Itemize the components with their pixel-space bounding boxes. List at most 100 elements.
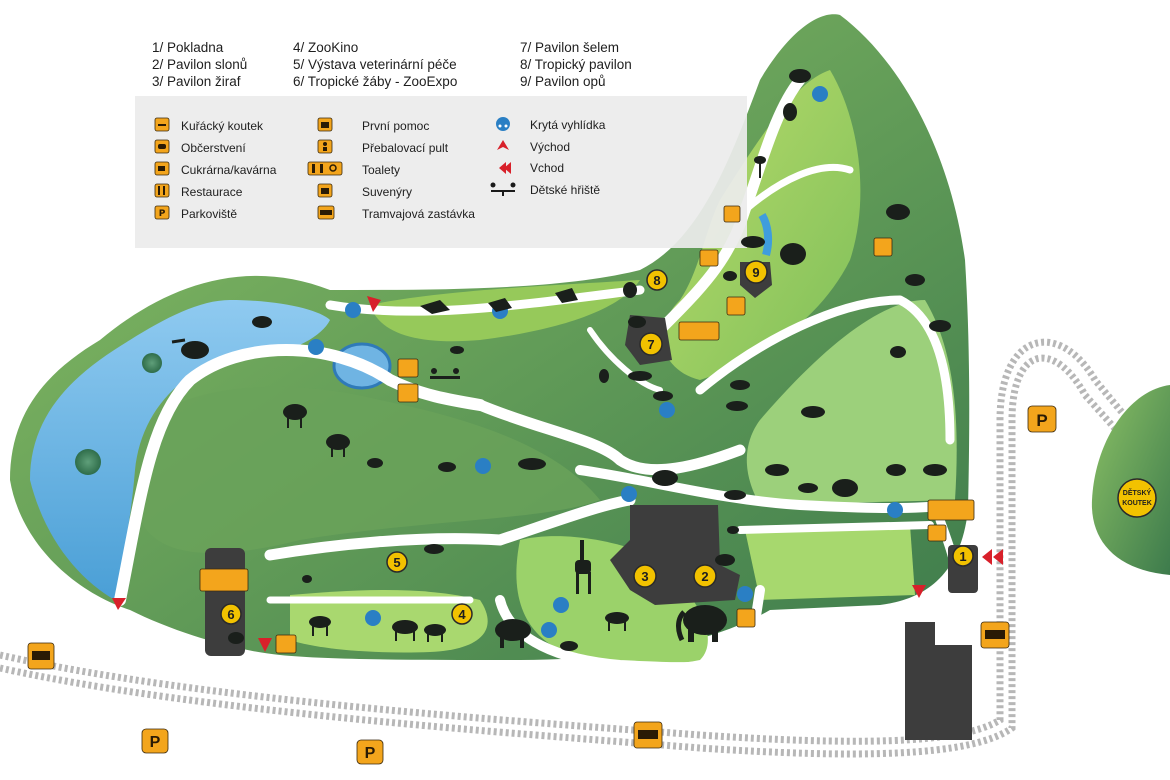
pavilion-5-marker: 5 [386, 551, 408, 573]
smoking-icon [397, 358, 419, 378]
antelope-icon [765, 464, 789, 476]
svg-text:3: 3 [641, 569, 648, 584]
souvenir-icon [317, 183, 333, 198]
bear-icon [424, 544, 444, 554]
legend-label: Restaurace [181, 185, 243, 199]
pavilion-list-item: 8/ Tropický pavilon [520, 57, 632, 72]
central-hills [133, 386, 600, 554]
southern-meadow [290, 590, 488, 653]
footpaths [114, 74, 962, 673]
covered-viewpoint-icon [812, 86, 828, 102]
pavilion-list-item: 5/ Výstava veterinární péče [293, 57, 457, 72]
childrens-corner-label: KOUTEK [1122, 500, 1152, 507]
restaurant-icon [726, 296, 746, 316]
entrance-icon [499, 162, 511, 174]
svg-text:P: P [159, 209, 166, 219]
exit-icon [367, 296, 381, 312]
ibex-icon [326, 434, 350, 457]
parrot-icon [623, 282, 637, 298]
goat-icon [367, 458, 383, 468]
giraffe-icon [575, 540, 591, 594]
deer-icon [309, 616, 331, 636]
pavilion-9-marker: 9 [744, 260, 768, 284]
camel-icon [832, 479, 858, 497]
exits [112, 296, 1003, 652]
lemur-icon [783, 103, 797, 121]
animals [171, 69, 951, 651]
lake-island [75, 449, 101, 475]
tram-icon [27, 642, 55, 670]
first-aid-icon [927, 524, 947, 542]
pavilion-markers: 1 2 3 4 5 6 7 8 9 [220, 260, 974, 625]
markhor-icon [886, 204, 910, 220]
legend-panel [135, 96, 747, 248]
svg-text:7: 7 [647, 337, 654, 352]
elephant-icon [676, 605, 727, 642]
restaurant-icon [154, 183, 170, 198]
covered-viewpoint-icon [553, 597, 569, 613]
covered-viewpoint-icon [887, 502, 903, 518]
smoking-icon [154, 117, 170, 132]
toilet-icon [307, 161, 343, 176]
covered-viewpoint-icon [345, 302, 361, 318]
covered-viewpoint-icon [737, 586, 753, 602]
pavilion-list: 1/ Pokladna 2/ Pavilon slonů 3/ Pavilon … [152, 40, 632, 89]
anteater-icon [518, 458, 546, 470]
svg-text:6: 6 [227, 607, 234, 622]
covered-viewpoint-icon [621, 486, 637, 502]
svg-text:1: 1 [959, 549, 966, 564]
northern-meadow [662, 70, 861, 380]
svg-text:5: 5 [393, 555, 400, 570]
cafe-icon [154, 161, 170, 176]
sheep-icon [438, 462, 456, 472]
legend-label: Východ [530, 140, 570, 154]
pavilion-7-marker: 7 [639, 332, 663, 356]
parking-icon: P [1027, 405, 1057, 433]
exit-icon [497, 140, 509, 150]
pavilion-6-marker: 6 [220, 603, 242, 625]
seal-icon [741, 236, 765, 248]
monkey-icon [789, 69, 811, 83]
penguin-icon [599, 369, 609, 383]
vulture-icon [555, 288, 578, 303]
entrance-icon [982, 549, 1003, 565]
covered-viewpoint-icon [541, 622, 557, 638]
legend-label: Toalety [362, 163, 400, 177]
svg-text:P: P [365, 745, 376, 762]
zebra-icon [923, 464, 947, 476]
tram-stops [27, 621, 1010, 749]
lion-icon [628, 316, 646, 328]
covered-viewpoint-icon [496, 117, 510, 131]
cafe-icon [699, 249, 719, 267]
parking-markers: P P P [141, 405, 1057, 765]
exit-icon [912, 585, 926, 598]
markhor-icon [905, 274, 925, 286]
lynx-icon [726, 401, 748, 411]
legend-label: Parkoviště [181, 207, 237, 221]
pavilion-list-item: 4/ ZooKino [293, 40, 358, 55]
llama-icon [450, 346, 464, 354]
playground-icon [490, 182, 516, 196]
legend: Kuřácký koutek Občerstvení Cukrárna/kavá… [154, 117, 606, 221]
pavilion-list-item: 1/ Pokladna [152, 40, 224, 55]
parking-icon: P [356, 739, 384, 765]
toilet-icon [927, 499, 975, 521]
svg-text:P: P [150, 734, 161, 751]
playground-icon [430, 368, 460, 379]
horse-icon [424, 624, 446, 642]
exit-icon [112, 598, 126, 610]
pavilion-list-item: 2/ Pavilon slonů [152, 57, 247, 72]
duck-icon [302, 575, 312, 583]
pavilion-list-item: 9/ Pavilon opů [520, 74, 606, 89]
eagle-icon [420, 300, 450, 314]
kudu-icon [886, 464, 906, 476]
legend-label: Vchod [530, 161, 564, 175]
bird-icon [727, 526, 739, 534]
pelican-icon [171, 338, 209, 359]
ostrich-icon [715, 554, 735, 566]
ibex-icon [283, 404, 307, 428]
wolverine-icon [730, 380, 750, 390]
pavilion-8-marker: 8 [646, 269, 668, 291]
smoking-icon [873, 237, 893, 257]
